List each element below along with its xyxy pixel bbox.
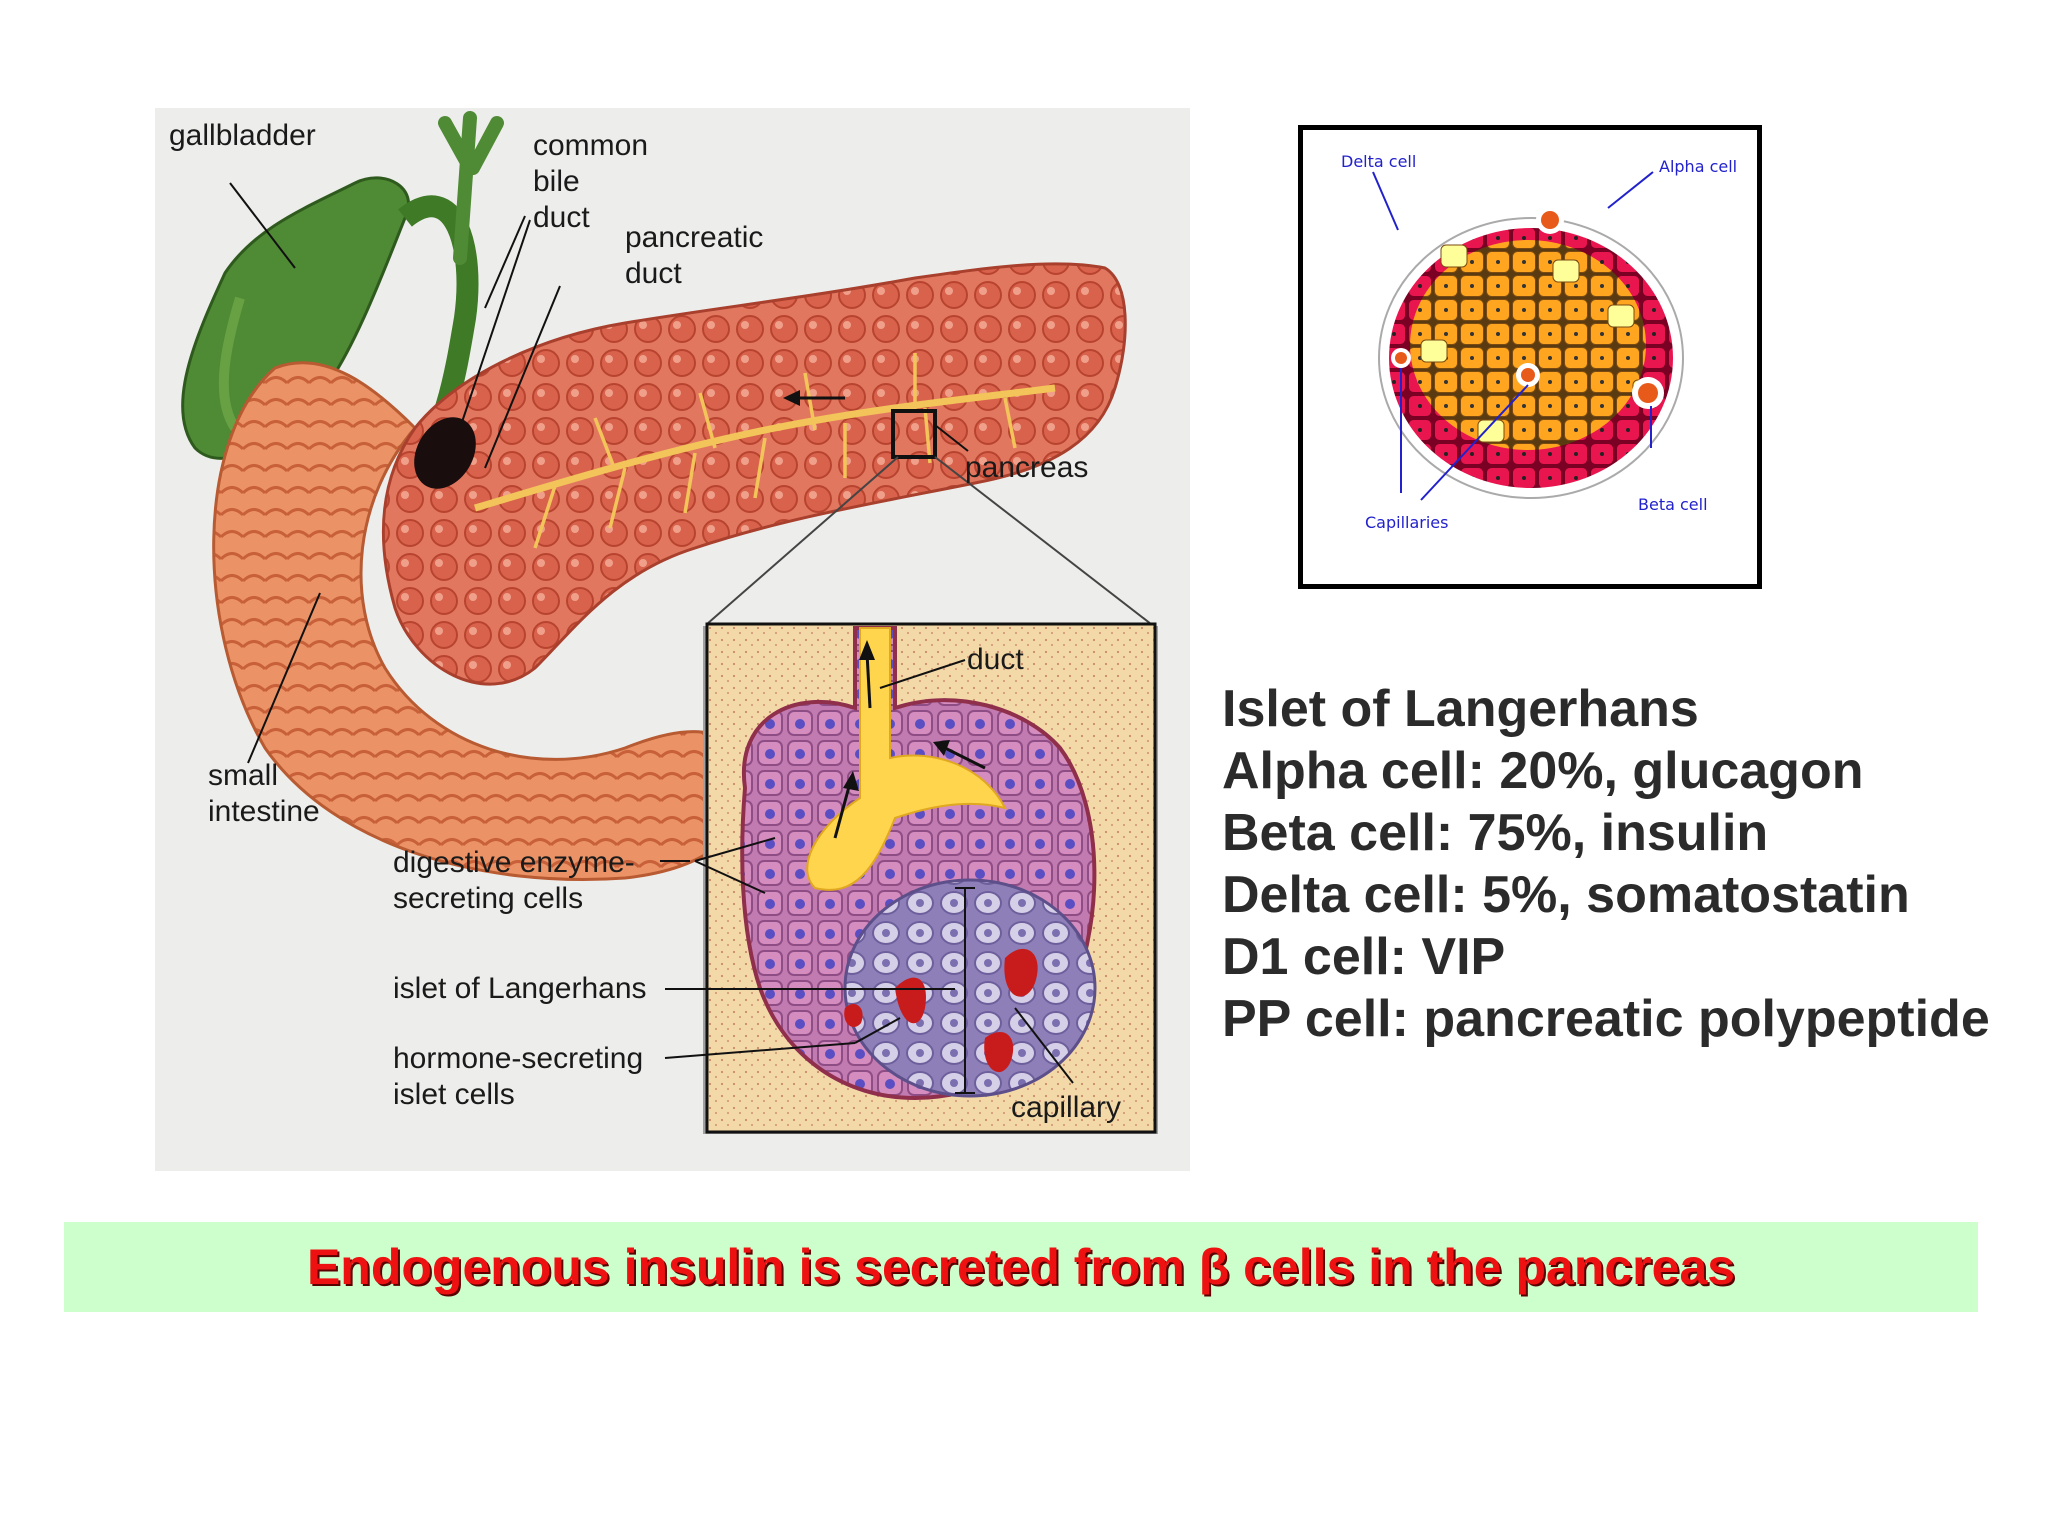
common-bile-duct-label-line-2: bile (533, 165, 580, 198)
common-bile-duct-label-line-1: common (533, 129, 649, 162)
islet-cell-types-panel: Islet of Langerhans Alpha cell: 20%, glu… (1222, 678, 2022, 1050)
capillaries-label: Capillaries (1365, 513, 1449, 532)
alpha-cell-label: Alpha cell (1659, 157, 1738, 176)
info-line-delta: Delta cell: 5%, somatostatin (1222, 866, 1910, 924)
pancreas-anatomy-figure: gallbladder common bile duct pancreatic … (155, 108, 1190, 1171)
info-line-alpha: Alpha cell: 20%, glucagon (1222, 742, 1864, 800)
summary-banner: Endogenous insulin is secreted from β ce… (64, 1222, 1978, 1312)
info-line-beta: Beta cell: 75%, insulin (1222, 804, 1769, 862)
digestive-enzyme-cells-label-line-1: digestive enzyme- (393, 846, 635, 879)
summary-banner-text: Endogenous insulin is secreted from β ce… (306, 1239, 1736, 1295)
capillary-label: capillary (1011, 1091, 1122, 1124)
islet-cell-diagram: Delta cell Alpha cell Beta cell Capillar… (1298, 125, 1762, 589)
islet-of-langerhans-label: islet of Langerhans (393, 972, 647, 1005)
digestive-enzyme-cells-label-line-2: secreting cells (393, 882, 584, 915)
hormone-secreting-cells-label-line-2: islet cells (393, 1078, 515, 1111)
common-bile-duct-label-line-3: duct (533, 201, 590, 234)
beta-cell-label: Beta cell (1638, 495, 1708, 514)
small-intestine-label-line-1: small (208, 759, 279, 792)
digestive-enzyme-cells-label: digestive enzyme- secreting cells (393, 845, 635, 917)
pancreatic-duct-label-line-2: duct (625, 257, 682, 290)
duct-label: duct (967, 643, 1024, 676)
hormone-secreting-cells-label: hormone-secreting islet cells (393, 1041, 643, 1113)
pancreatic-duct-label-line-1: pancreatic (625, 221, 764, 254)
info-line-d1: D1 cell: VIP (1222, 928, 1506, 986)
gallbladder-label: gallbladder (169, 119, 316, 152)
common-bile-duct-label: common bile duct (533, 128, 648, 236)
small-intestine-label: small intestine (208, 758, 320, 830)
small-intestine-label-line-2: intestine (208, 795, 320, 828)
delta-cell-label: Delta cell (1341, 152, 1417, 171)
info-line-pp: PP cell: pancreatic polypeptide (1222, 990, 1990, 1048)
pancreas-label: pancreas (965, 451, 1089, 484)
hormone-secreting-cells-label-line-1: hormone-secreting (393, 1042, 644, 1075)
pancreas-anatomy-illustration (181, 111, 1158, 1134)
islet-cell-illustration (1372, 171, 1684, 501)
pancreatic-duct-label: pancreatic duct (625, 220, 763, 292)
info-heading: Islet of Langerhans (1222, 680, 1699, 738)
